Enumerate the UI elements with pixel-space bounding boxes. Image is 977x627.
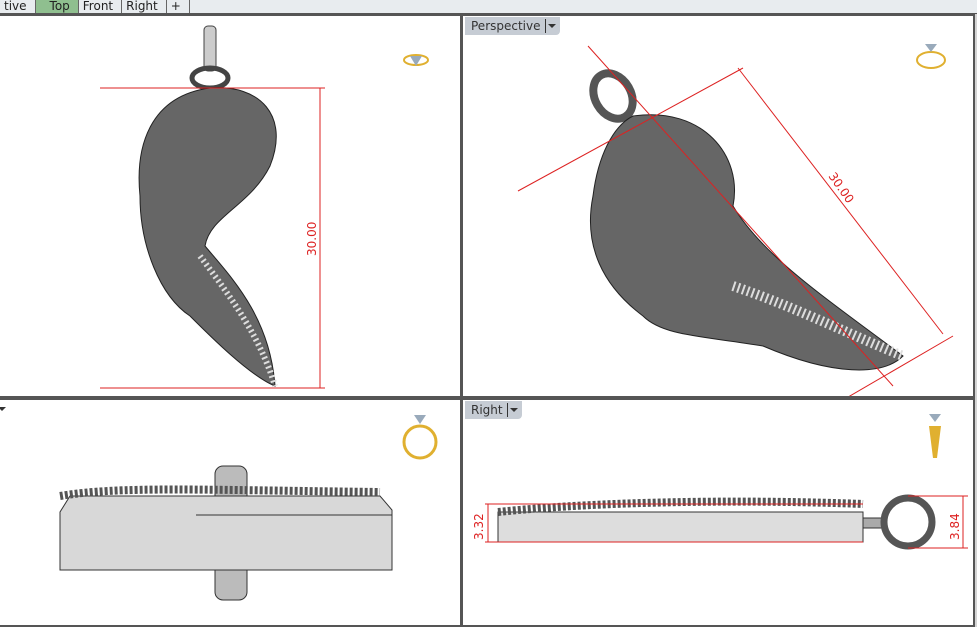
wing-shape: [589, 114, 904, 371]
viewport-front[interactable]: [0, 398, 462, 627]
top-view-model: 30.00: [100, 25, 429, 389]
dimension-label: 30.00: [305, 222, 319, 256]
viewport-title: Right: [471, 403, 503, 417]
tab-perspective[interactable]: tive: [0, 0, 36, 13]
dimension-right: 3.84: [948, 513, 962, 540]
add-tab-button[interactable]: +: [167, 0, 190, 13]
viewport-label-perspective[interactable]: Perspective: [465, 17, 560, 35]
front-view-model: [59, 415, 438, 601]
tab-front[interactable]: Front: [79, 0, 123, 13]
right-view-model: 3.32 3.84: [472, 414, 968, 550]
tab-top[interactable]: Top: [35, 0, 79, 13]
viewport-title: Perspective: [471, 19, 541, 33]
perspective-view-model: 30.00: [517, 44, 954, 396]
dimension-left: 3.32: [472, 513, 486, 540]
tab-right[interactable]: Right: [122, 0, 167, 13]
dropdown-arrow-icon[interactable]: [0, 402, 7, 416]
bail: [203, 25, 217, 72]
ring-icon: [929, 414, 941, 458]
viewport-right[interactable]: 3.32 3.84 Right: [461, 398, 975, 627]
dropdown-arrow-icon[interactable]: [544, 19, 556, 33]
viewport-tabs: tive Top Front Right +: [0, 0, 977, 14]
ring-icon: [402, 415, 438, 460]
viewport-top[interactable]: 30.00: [0, 14, 462, 398]
dropdown-arrow-icon[interactable]: [506, 403, 518, 417]
viewport-label-right[interactable]: Right: [465, 401, 522, 419]
ring-icon: [916, 44, 946, 69]
wing-shape: [138, 87, 277, 387]
ring-icon: [403, 54, 429, 66]
viewport-perspective[interactable]: 30.00 Perspective: [461, 14, 975, 398]
